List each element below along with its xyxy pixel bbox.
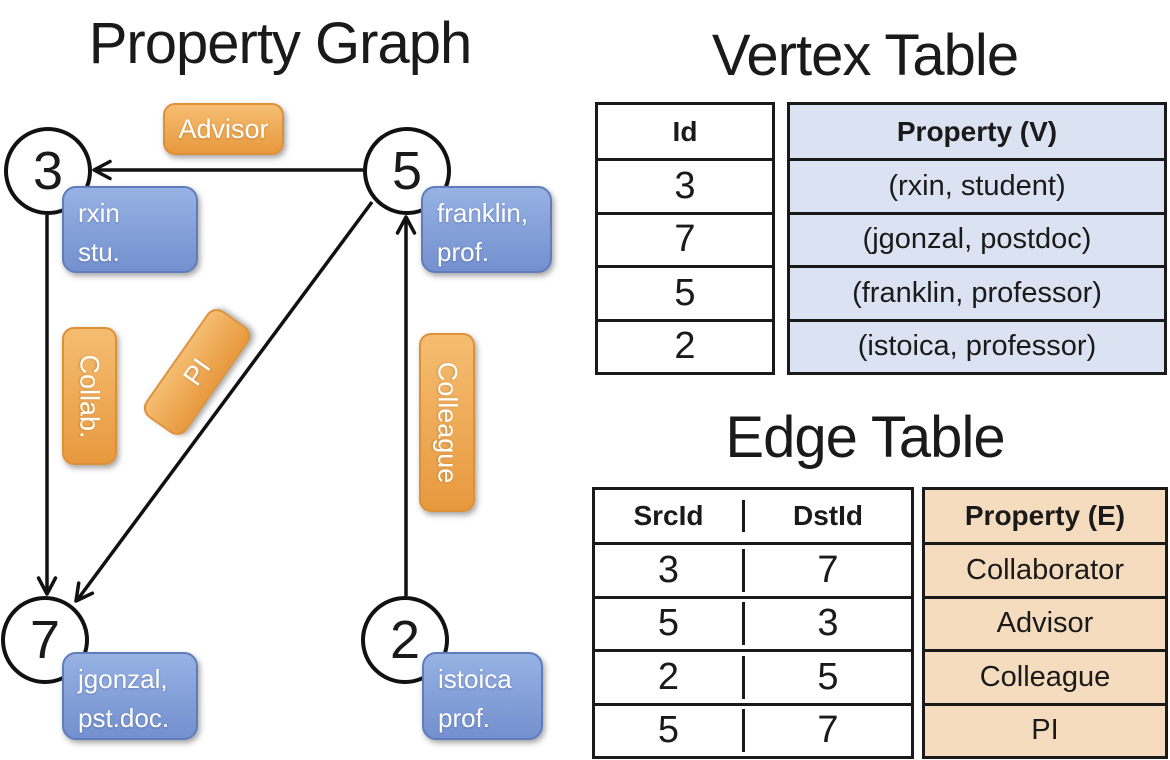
edge-label-advisor: Advisor xyxy=(163,103,284,155)
vertex-table-property-column: Property (V) (rxin, student) (jgonzal, p… xyxy=(787,102,1167,375)
vertex-property-cell: (rxin, student) xyxy=(790,158,1164,212)
edge-table-header-dstid: DstId xyxy=(742,500,911,532)
arrowhead-2-to-5 xyxy=(395,215,417,235)
edge-property-cell: PI xyxy=(925,702,1165,757)
vertex-property-line: istoica xyxy=(438,664,512,694)
arrowhead-5-to-7 xyxy=(74,581,95,603)
vertex-table-title: Vertex Table xyxy=(711,23,1019,88)
vertex-property-box-franklin: franklin, prof. xyxy=(421,186,552,273)
vertex-id-cell: 3 xyxy=(598,158,772,212)
edge-table-header-property: Property (E) xyxy=(964,500,1126,531)
property-graph-title: Property Graph xyxy=(88,11,473,76)
edge-srcid-cell: 5 xyxy=(657,602,680,645)
edge-label-colleague-text: Colleague xyxy=(432,361,463,484)
edge-label-advisor-text: Advisor xyxy=(178,113,269,144)
edge-dstid-cell: 7 xyxy=(742,548,911,592)
vertex-table-header-property: Property (V) xyxy=(896,115,1058,147)
edge-table-id-columns: SrcId DstId 3 7 5 3 2 5 5 7 xyxy=(592,487,914,759)
arrowhead-5-to-3 xyxy=(92,159,112,181)
edge-label-colleague: Colleague xyxy=(419,333,475,512)
edge-dstid-cell: 5 xyxy=(742,655,911,699)
edge-label-collab-text: Collab. xyxy=(75,353,106,439)
edge-label-collab: Collab. xyxy=(62,327,117,465)
graph-node-2: 2 xyxy=(361,596,449,684)
edge-property-cell: Advisor xyxy=(925,595,1165,650)
edge-label-pi-text: PI xyxy=(176,352,217,391)
edge-table-title: Edge Table xyxy=(725,405,1005,470)
vertex-property-line: pst.doc. xyxy=(78,703,170,733)
edge-property-cell: Colleague xyxy=(925,649,1165,703)
edge-table-property-column: Property (E) Collaborator Advisor Collea… xyxy=(922,487,1168,759)
edge-srcid-cell: 5 xyxy=(657,709,680,752)
edge-property-cell: Collaborator xyxy=(925,542,1165,596)
edge-srcid-cell: 3 xyxy=(657,548,680,591)
vertex-property-box-istoica: istoica prof. xyxy=(422,652,543,740)
vertex-property-box-rxin: rxin stu. xyxy=(62,186,198,273)
edge-srcid-cell: 2 xyxy=(657,655,680,698)
vertex-property-box-jgonzal: jgonzal, pst.doc. xyxy=(62,652,198,740)
vertex-property-line: prof. xyxy=(437,237,490,267)
edge-dstid-cell: 3 xyxy=(742,602,911,646)
vertex-id-cell: 2 xyxy=(598,318,772,373)
edge-5-to-7 xyxy=(76,200,374,601)
vertex-property-line: stu. xyxy=(78,237,120,267)
vertex-id-cell: 5 xyxy=(598,265,772,319)
vertex-id-cell: 7 xyxy=(598,211,772,266)
vertex-property-cell: (jgonzal, postdoc) xyxy=(790,211,1164,266)
vertex-property-cell: (istoica, professor) xyxy=(790,318,1164,373)
arrowhead-3-to-7 xyxy=(36,576,58,596)
vertex-property-line: jgonzal, xyxy=(78,664,168,694)
vertex-property-line: rxin xyxy=(78,198,120,228)
graph-edges-layer xyxy=(36,159,417,603)
edge-table-header-srcid: SrcId xyxy=(633,500,704,531)
vertex-property-line: franklin, xyxy=(437,198,529,228)
vertex-table-header-id: Id xyxy=(672,115,698,147)
edge-dstid-cell: 7 xyxy=(742,709,911,753)
vertex-property-line: prof. xyxy=(438,703,491,733)
vertex-table-id-column: Id 3 7 5 2 xyxy=(595,102,775,375)
vertex-property-cell: (franklin, professor) xyxy=(790,265,1164,319)
